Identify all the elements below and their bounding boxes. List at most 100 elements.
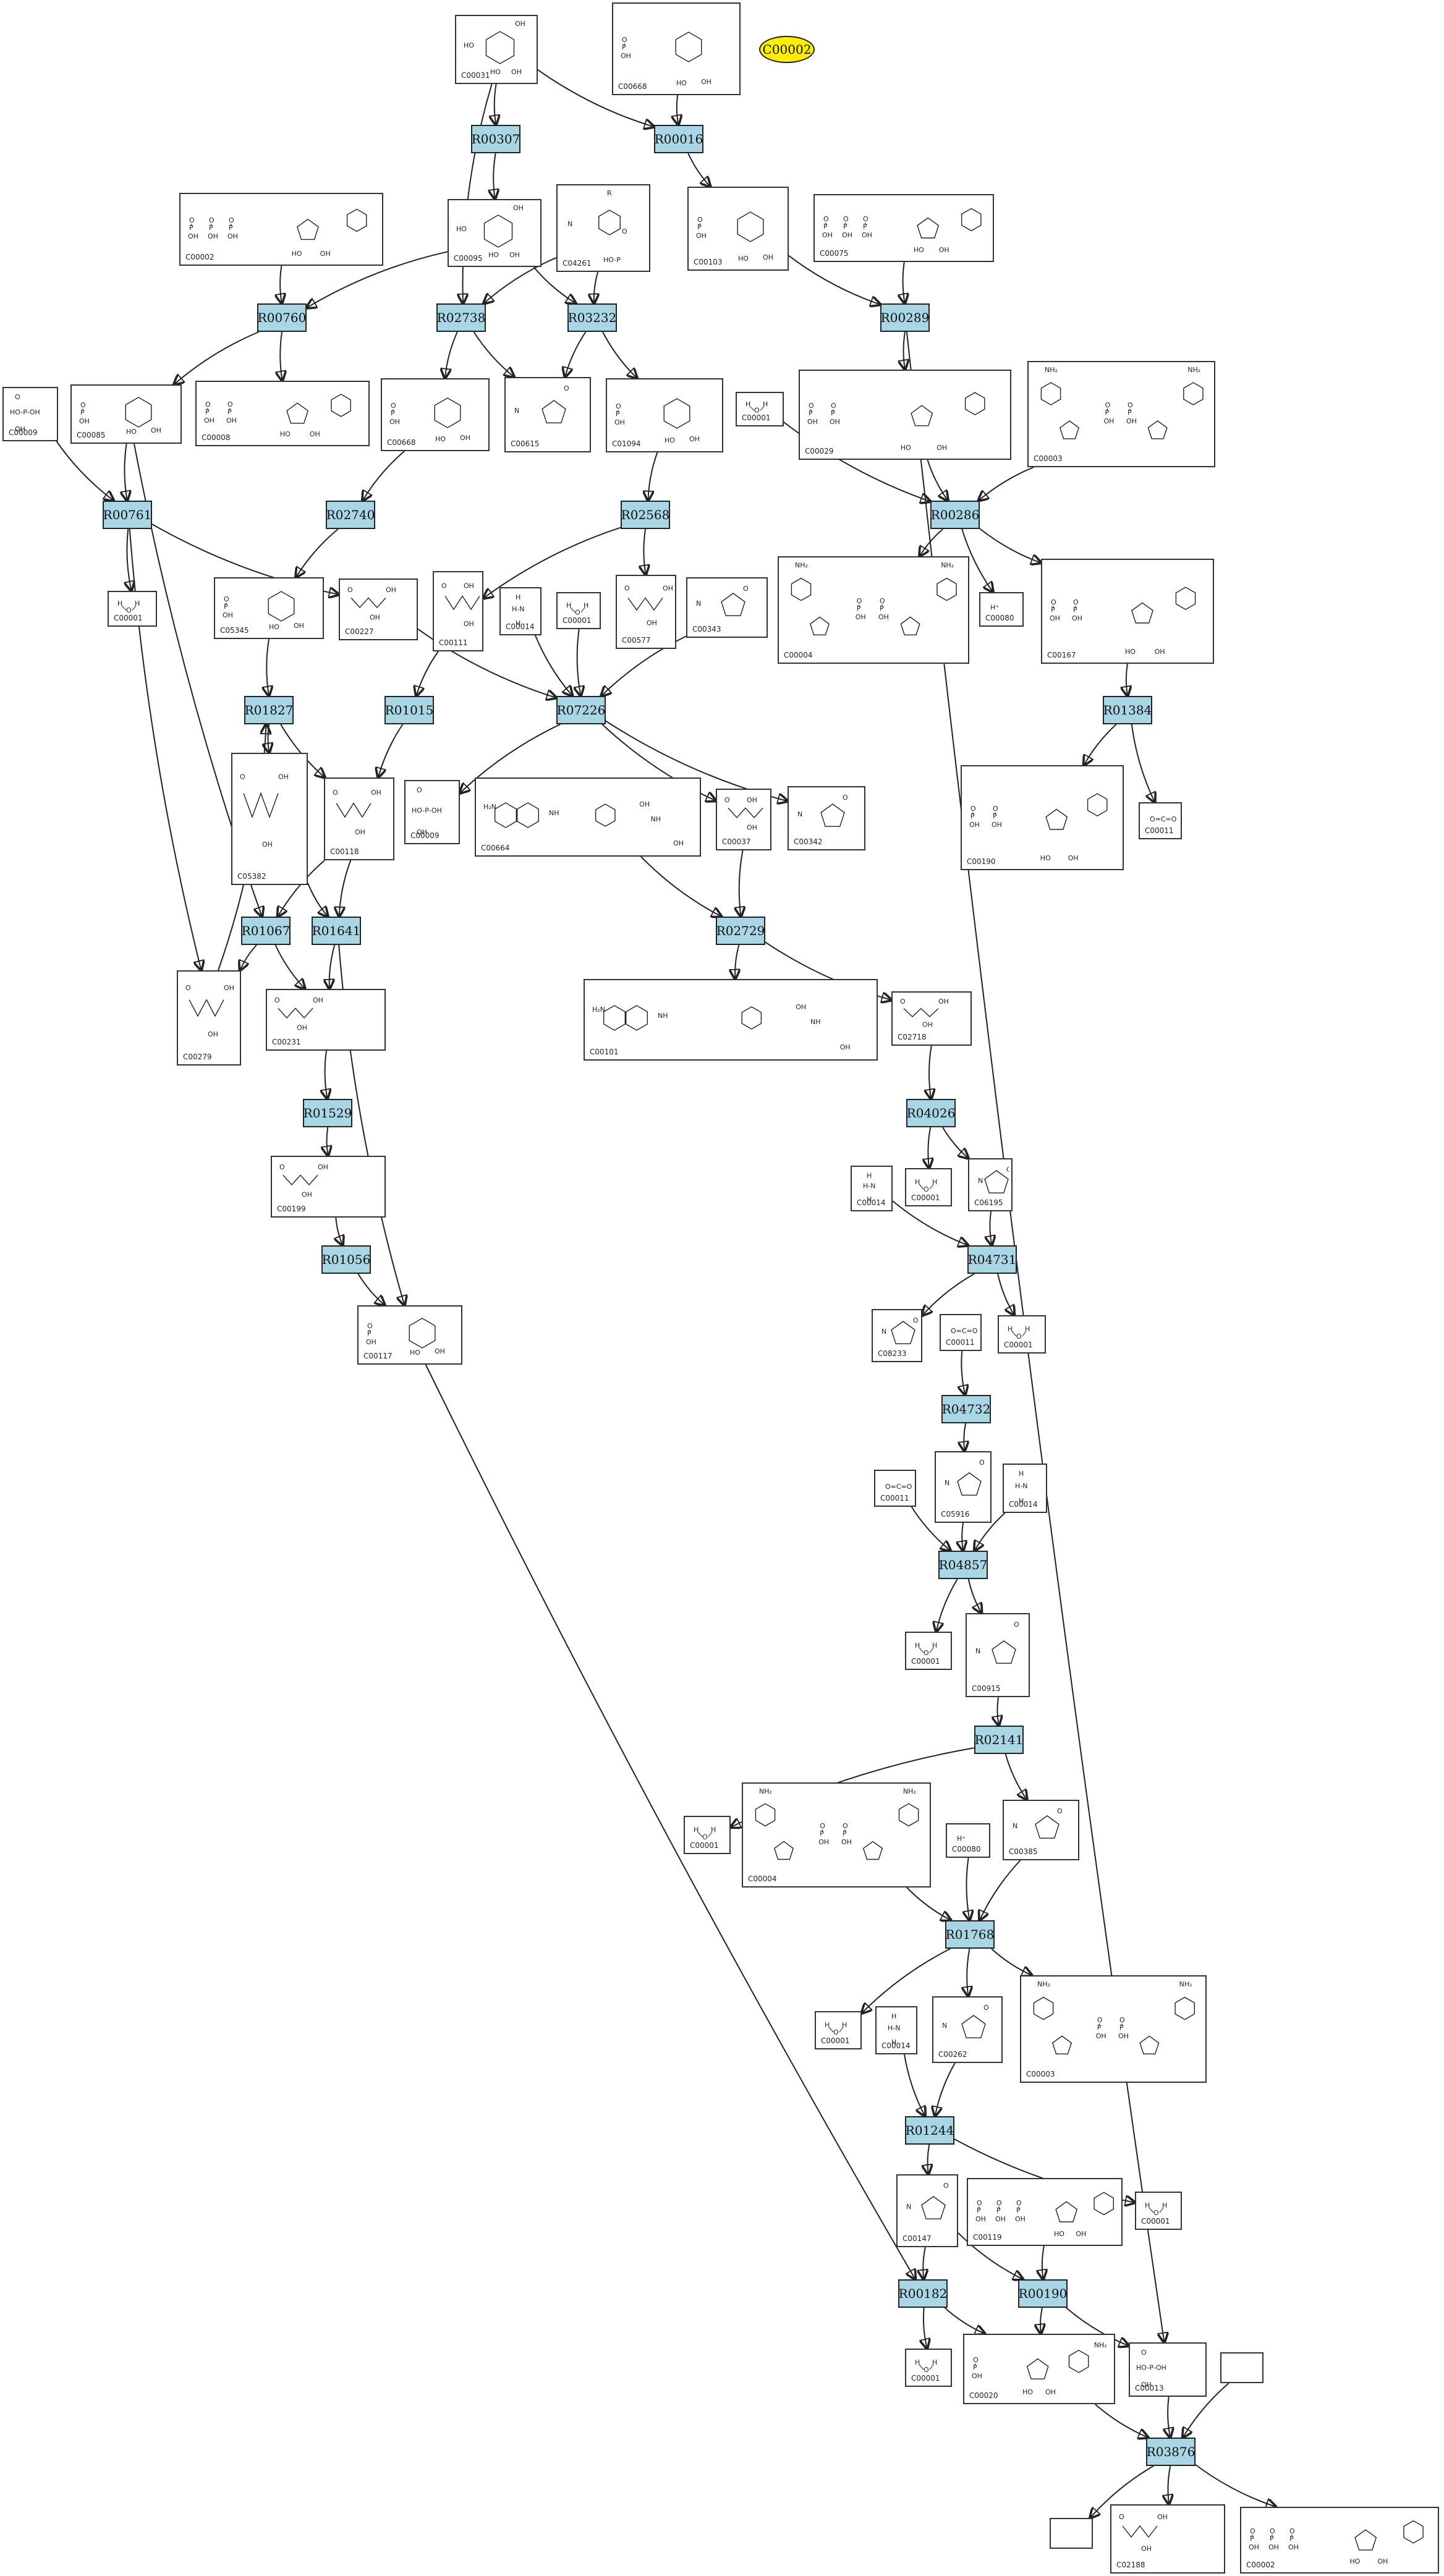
reaction-R02738[interactable]: R02738 <box>436 303 486 332</box>
reaction-R01015[interactable]: R01015 <box>384 696 434 724</box>
reaction-R02568[interactable]: R02568 <box>621 501 670 529</box>
reaction-R04732[interactable]: R04732 <box>941 1395 991 1423</box>
reaction-R03232[interactable]: R03232 <box>567 303 617 332</box>
compound-C00080b[interactable]: H⁺C00080 <box>946 1823 990 1858</box>
compound-C06195[interactable]: NOC06195 <box>968 1158 1013 1211</box>
reaction-R00286[interactable]: R00286 <box>930 501 980 529</box>
reaction-R07226[interactable]: R07226 <box>556 696 606 724</box>
reaction-R04731[interactable]: R04731 <box>967 1245 1017 1274</box>
reaction-R01244[interactable]: R01244 <box>905 2116 954 2145</box>
reaction-R00016[interactable]: R00016 <box>654 125 703 153</box>
reaction-R03876[interactable]: R03876 <box>1146 2438 1196 2466</box>
reaction-R01641[interactable]: R01641 <box>312 917 361 945</box>
reaction-R00307[interactable]: R00307 <box>471 125 520 153</box>
reaction-R00190[interactable]: R00190 <box>1018 2279 1068 2308</box>
compound-blank1[interactable] <box>1220 2352 1264 2383</box>
reaction-R02729[interactable]: R02729 <box>716 917 765 945</box>
reaction-R01827[interactable]: R01827 <box>244 696 294 724</box>
reaction-R00760[interactable]: R00760 <box>257 303 307 332</box>
reaction-R00182[interactable]: R00182 <box>898 2279 948 2308</box>
reaction-R01768[interactable]: R01768 <box>945 1920 995 1949</box>
compound-C00080a[interactable]: H⁺C00080 <box>979 592 1024 627</box>
reaction-R01056[interactable]: R01056 <box>321 1245 371 1274</box>
reaction-R04857[interactable]: R04857 <box>938 1551 988 1579</box>
compound-blank2[interactable] <box>1050 2518 1093 2549</box>
reaction-R02141[interactable]: R02141 <box>974 1726 1024 1754</box>
reaction-R04026[interactable]: R04026 <box>906 1099 956 1127</box>
reaction-R02740[interactable]: R02740 <box>326 501 375 529</box>
reaction-R01529[interactable]: R01529 <box>303 1099 352 1127</box>
reaction-R01067[interactable]: R01067 <box>241 917 291 945</box>
highlight-compound-oval[interactable]: C00002 <box>759 36 815 63</box>
reaction-R01384[interactable]: R01384 <box>1103 696 1152 724</box>
reaction-R00761[interactable]: R00761 <box>103 501 152 529</box>
reaction-R00289[interactable]: R00289 <box>880 303 930 332</box>
